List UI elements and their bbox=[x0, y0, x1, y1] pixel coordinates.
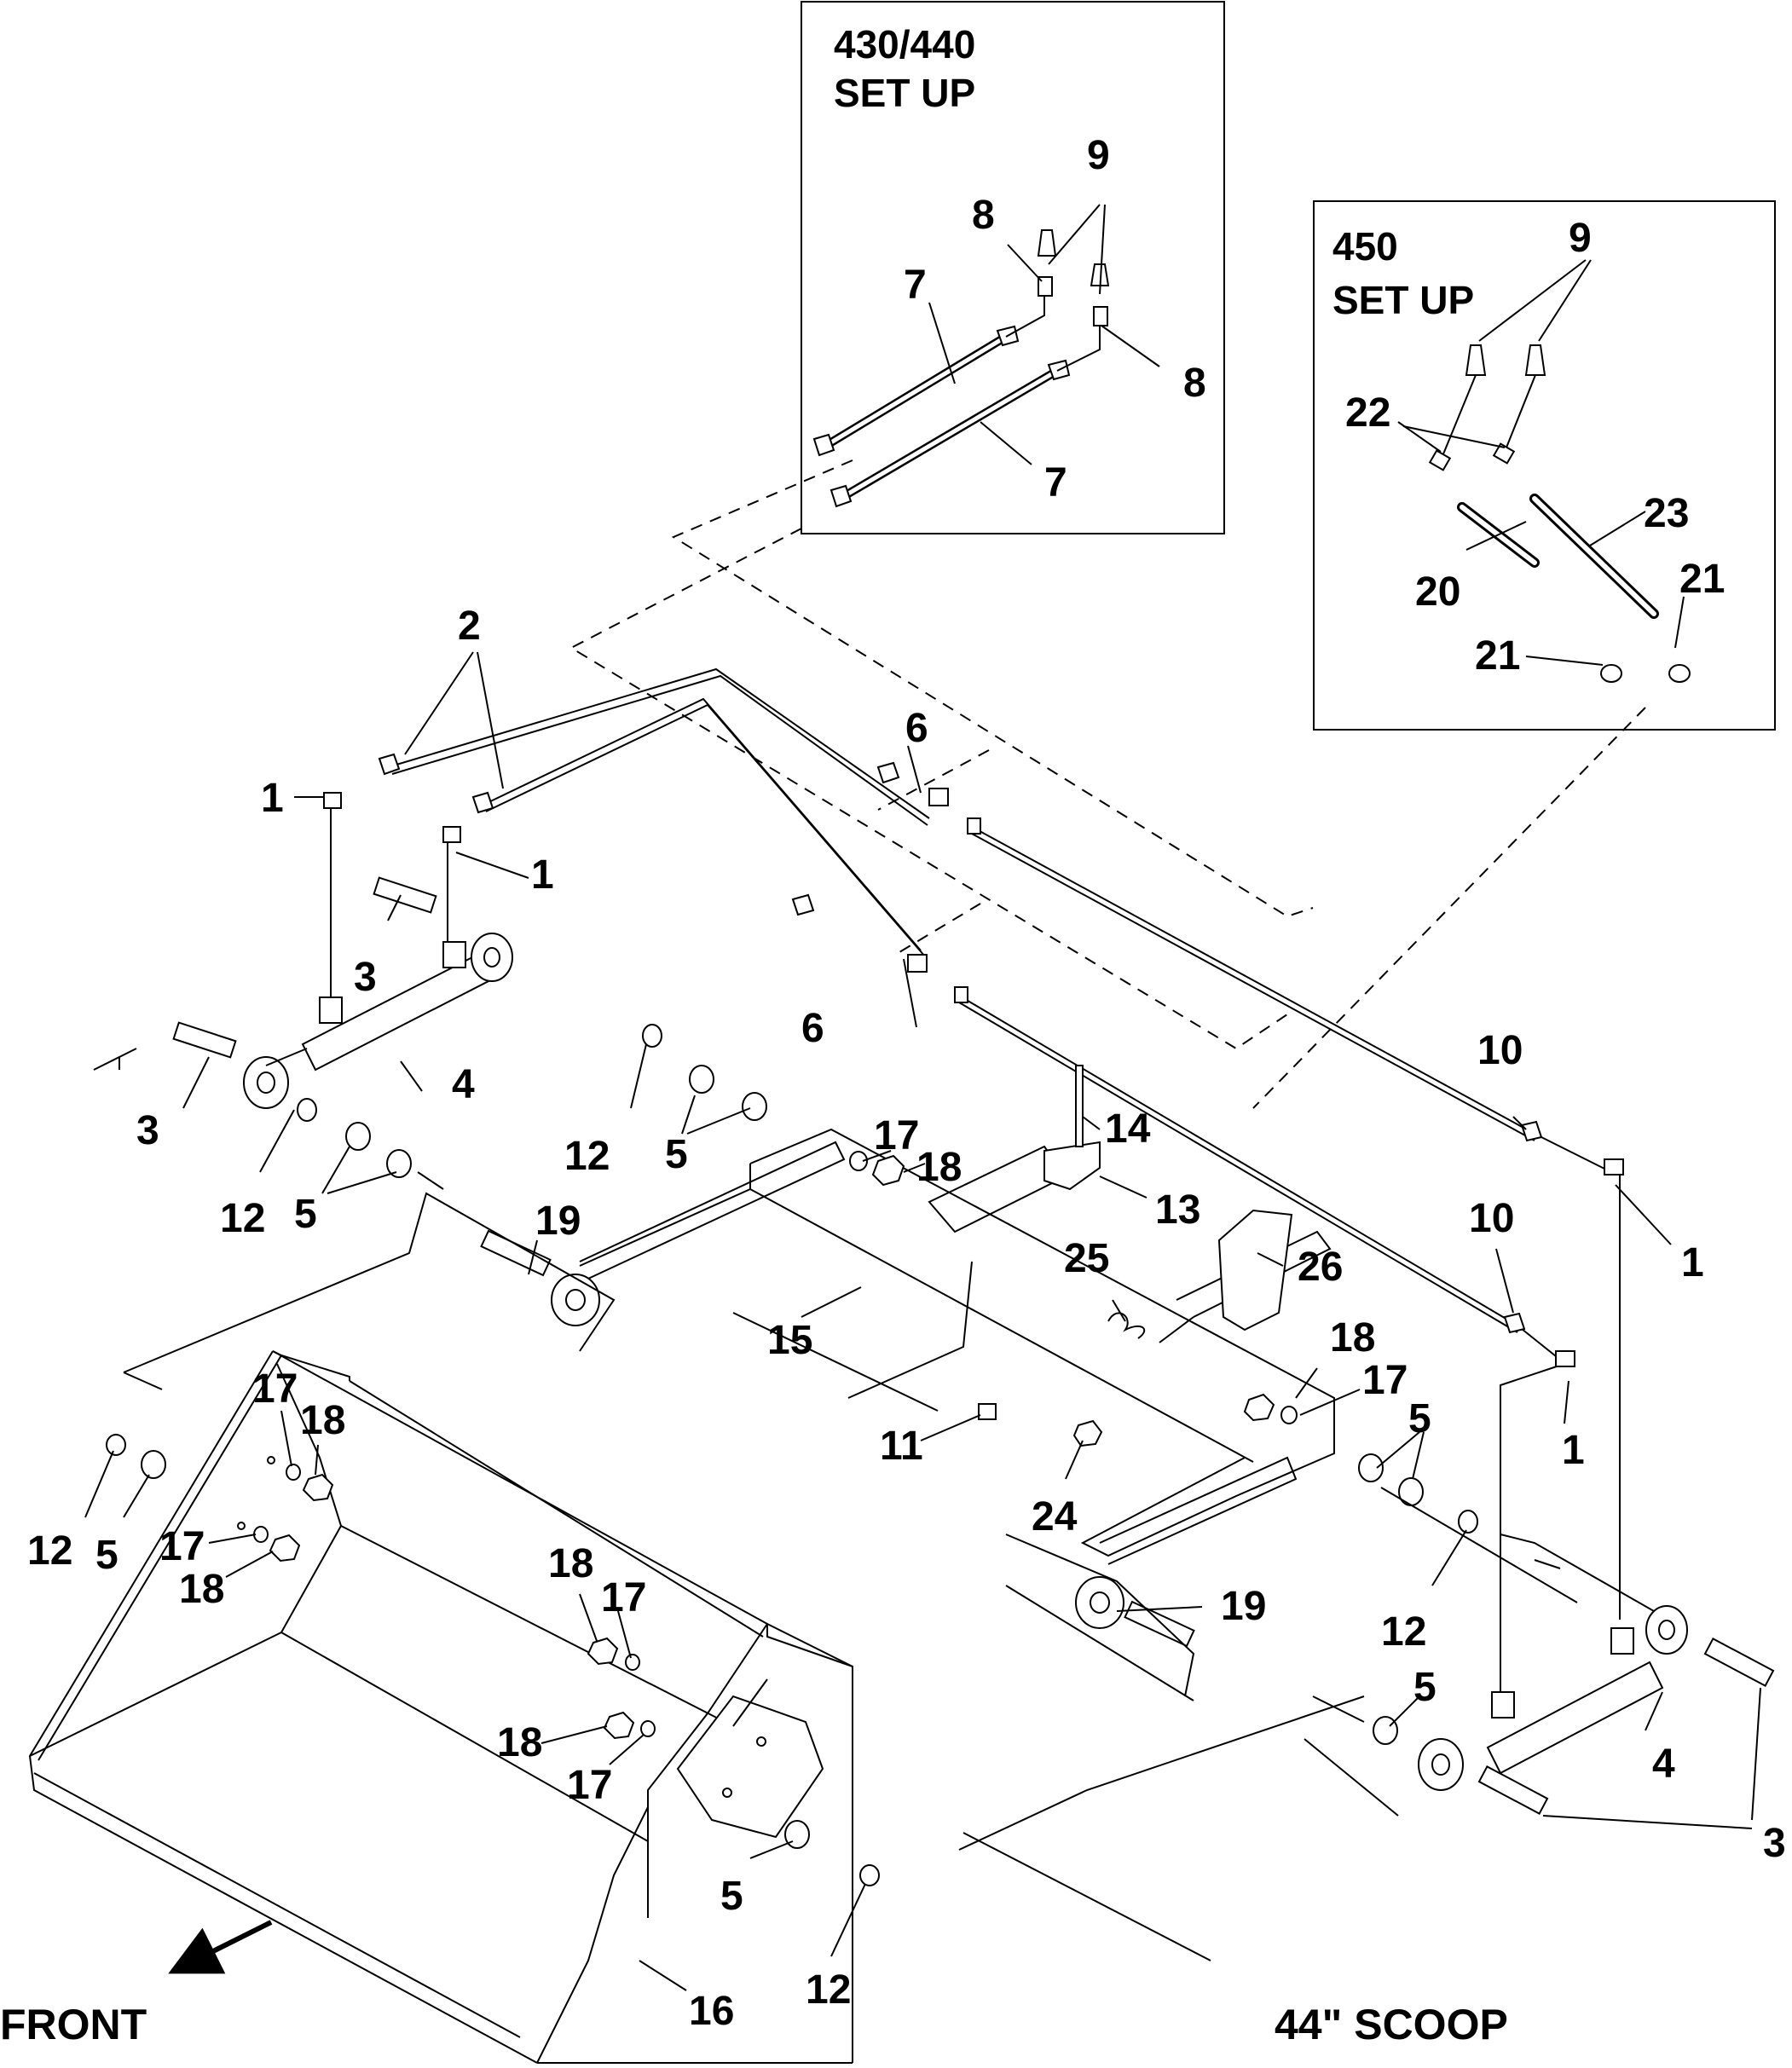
hydraulic-lines bbox=[330, 667, 1621, 1696]
callout-label: 17 bbox=[874, 1113, 919, 1158]
nuts-washers bbox=[849, 1151, 1298, 1447]
callout-label: 21 bbox=[1679, 557, 1725, 602]
callout-label: 12 bbox=[564, 1134, 610, 1179]
inset-box-450 bbox=[1313, 200, 1776, 731]
callout-label: 18 bbox=[497, 1720, 542, 1765]
callout-label: 18 bbox=[916, 1145, 962, 1190]
callout-label: 21 bbox=[1475, 633, 1520, 679]
left-cylinder bbox=[172, 876, 513, 1109]
loader-frame bbox=[579, 1128, 1335, 1565]
leader-lines bbox=[84, 204, 1761, 1991]
scoop-bucket bbox=[28, 1350, 853, 2064]
callout-label: 4 bbox=[1652, 1742, 1675, 1787]
callout-label: 9 bbox=[1087, 133, 1110, 178]
callout-label: 19 bbox=[535, 1199, 581, 1244]
inset-430-440-title-line1: 430/440 bbox=[834, 22, 975, 66]
left-spacers bbox=[297, 1024, 767, 1178]
diagram-caption: 44" SCOOP bbox=[1275, 2001, 1508, 2048]
callout-label: 19 bbox=[1221, 1584, 1266, 1629]
callout-label: 5 bbox=[1413, 1665, 1436, 1710]
callout-label: 20 bbox=[1415, 569, 1460, 615]
callout-label: 12 bbox=[27, 1528, 72, 1574]
callout-label: 24 bbox=[1032, 1494, 1078, 1539]
spring-pin bbox=[1107, 1312, 1146, 1339]
callout-label: 16 bbox=[689, 1989, 734, 2034]
callout-label: 12 bbox=[806, 1967, 851, 2013]
callout-label: 8 bbox=[1183, 361, 1206, 406]
scoop-hardware bbox=[106, 1434, 880, 1886]
callout-label: 17 bbox=[1362, 1358, 1408, 1403]
right-cylinder bbox=[1418, 1605, 1775, 1815]
callout-label: 11 bbox=[880, 1424, 923, 1469]
callout-label: 23 bbox=[1644, 491, 1689, 536]
callout-label: 13 bbox=[1155, 1187, 1200, 1233]
front-label: FRONT bbox=[0, 2001, 147, 2048]
callout-label: 5 bbox=[1408, 1396, 1431, 1441]
callout-label: 1 bbox=[1681, 1240, 1704, 1285]
callout-label: 5 bbox=[95, 1533, 119, 1578]
callout-label: 4 bbox=[452, 1062, 475, 1107]
callout-label: 3 bbox=[1763, 1821, 1786, 1866]
callout-label: 3 bbox=[354, 955, 377, 1000]
bracket-26 bbox=[1217, 1209, 1293, 1331]
callout-label: 10 bbox=[1477, 1028, 1523, 1073]
inset-430-440-title-line2: SET UP bbox=[834, 71, 975, 115]
inset-box-430-440 bbox=[801, 1, 1225, 534]
callout-label: 1 bbox=[1562, 1428, 1585, 1473]
callout-label: 3 bbox=[136, 1108, 159, 1153]
callout-label: 5 bbox=[665, 1132, 688, 1177]
callout-label: 2 bbox=[458, 604, 481, 649]
inset-450-title-line1: 450 bbox=[1332, 224, 1398, 269]
callout-label: 5 bbox=[294, 1192, 317, 1237]
callout-label: 5 bbox=[720, 1874, 743, 1919]
callout-label: 18 bbox=[300, 1398, 345, 1443]
callout-label: 10 bbox=[1469, 1196, 1514, 1241]
inset-450-title-line2: SET UP bbox=[1332, 278, 1474, 322]
callout-label: 15 bbox=[767, 1318, 812, 1363]
right-spacers bbox=[1358, 1453, 1478, 1745]
callout-label: 12 bbox=[1381, 1609, 1426, 1655]
callout-label: 7 bbox=[904, 263, 927, 308]
callout-label: 1 bbox=[261, 776, 284, 821]
callout-label: 17 bbox=[252, 1366, 298, 1412]
callout-label: 9 bbox=[1569, 216, 1592, 261]
assembly-lines bbox=[93, 1048, 1655, 1961]
callout-label: 6 bbox=[905, 706, 928, 751]
callout-label: 26 bbox=[1298, 1245, 1343, 1290]
callout-label: 18 bbox=[548, 1541, 593, 1586]
callout-label: 18 bbox=[179, 1567, 224, 1612]
callout-label: 17 bbox=[567, 1763, 612, 1808]
front-arrow-icon bbox=[168, 1920, 273, 1974]
callout-label: 18 bbox=[1330, 1315, 1375, 1360]
callout-label: 8 bbox=[972, 193, 995, 238]
callout-label: 17 bbox=[601, 1575, 646, 1620]
callout-label: 6 bbox=[801, 1006, 824, 1051]
callout-label: 14 bbox=[1105, 1106, 1151, 1152]
callout-label: 22 bbox=[1345, 390, 1390, 436]
callout-label: 1 bbox=[531, 852, 554, 898]
hoses-430-440 bbox=[812, 229, 1110, 508]
callout-label: 17 bbox=[159, 1524, 205, 1569]
line-fittings bbox=[323, 753, 1624, 1367]
callout-label: 12 bbox=[220, 1196, 265, 1241]
dashed-leaders bbox=[569, 459, 1646, 1109]
arm-ends bbox=[480, 1229, 1195, 1648]
mount-bracket bbox=[1043, 1065, 1101, 1191]
callout-label: 7 bbox=[1044, 460, 1067, 505]
callout-label: 25 bbox=[1064, 1236, 1109, 1281]
